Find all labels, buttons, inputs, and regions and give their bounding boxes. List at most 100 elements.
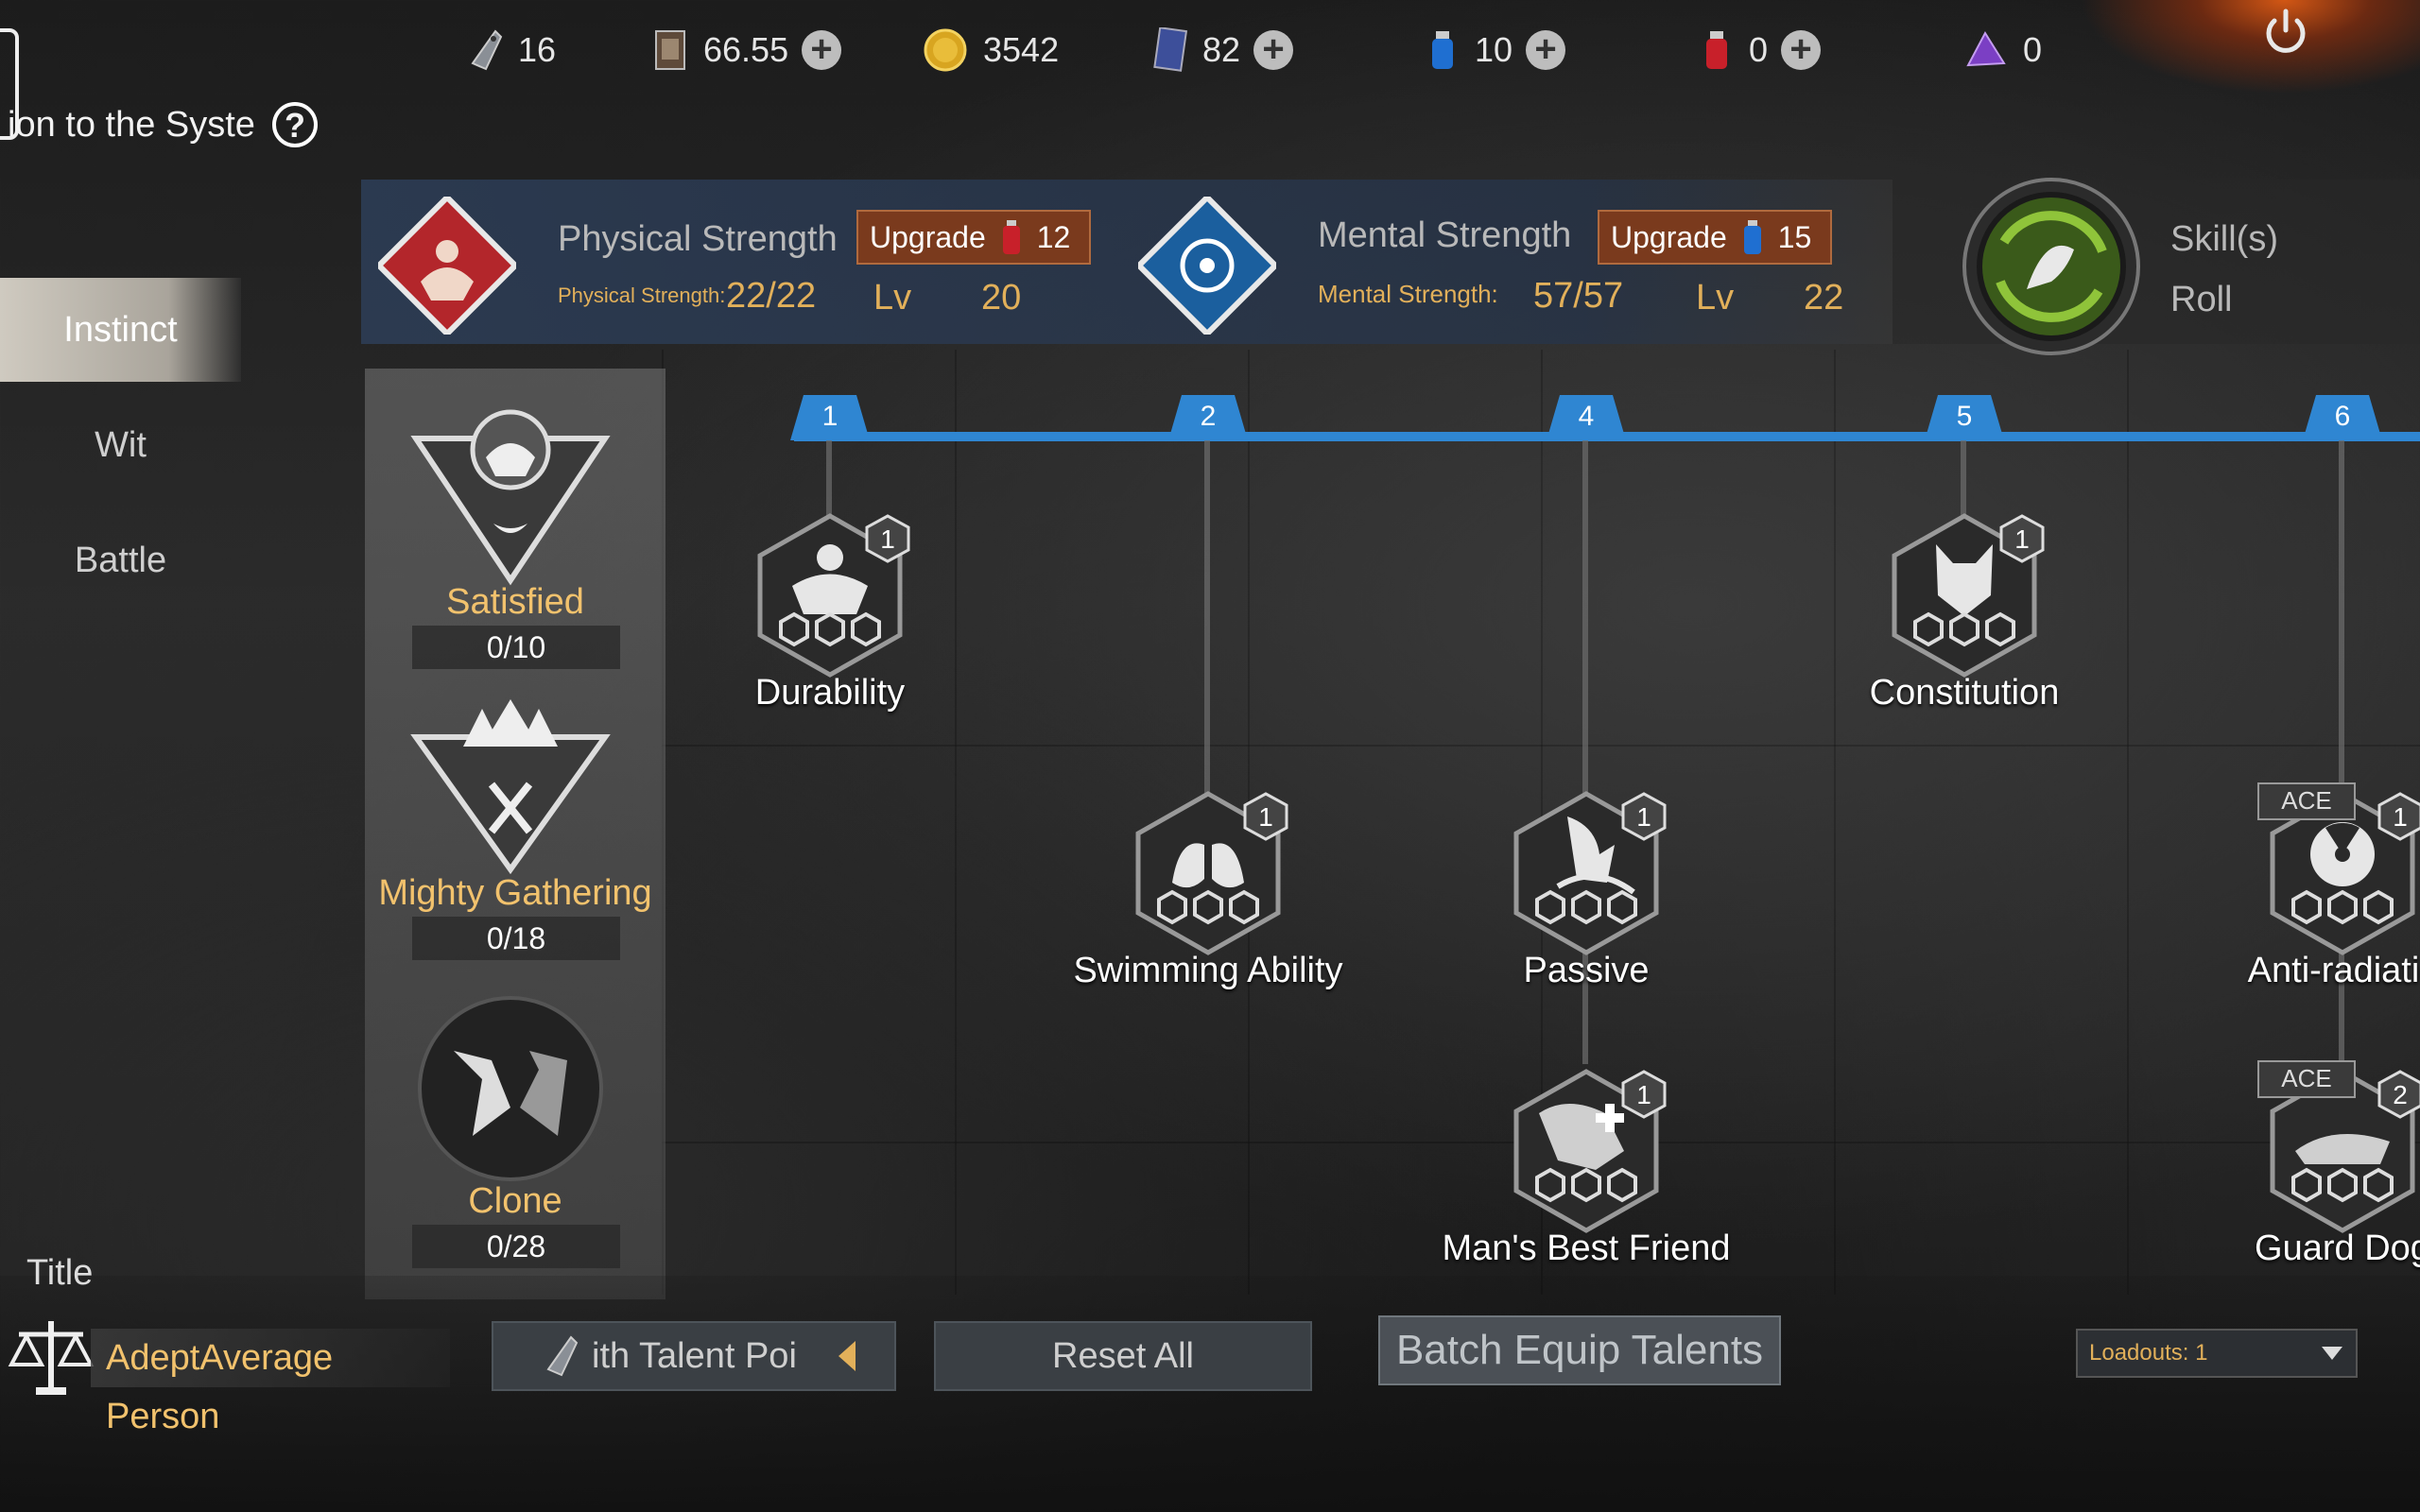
category-count: 0/28 xyxy=(412,1225,620,1268)
card-icon xyxy=(655,30,685,70)
talent-points-label: ith Talent Poi xyxy=(592,1335,797,1376)
bottom-bar xyxy=(0,1276,2420,1512)
upgrade-cost: 12 xyxy=(1036,219,1071,254)
mighty-gathering-category-icon[interactable] xyxy=(406,690,614,879)
chevron-down-icon xyxy=(2322,1347,2342,1360)
resource-value: 0 xyxy=(2023,30,2043,69)
add-crystal-button[interactable]: + xyxy=(1253,30,1294,70)
talent-level-badge: 1 xyxy=(2377,792,2420,841)
add-red-potion-button[interactable]: + xyxy=(1781,30,1822,70)
gold-coin-icon xyxy=(924,28,967,72)
dogtag-icon xyxy=(471,29,503,71)
ace-tag: ACE xyxy=(2257,1060,2356,1098)
dogtag-icon xyxy=(546,1335,579,1377)
page-header: ion to the Syste ? xyxy=(8,102,318,147)
roll-skill-icon[interactable] xyxy=(1961,176,2142,357)
loadouts-dropdown[interactable]: Loadouts: 1 xyxy=(2076,1329,2358,1378)
talent-level-badge: 2 xyxy=(2377,1070,2420,1119)
resource-value: 10 xyxy=(1475,30,1513,69)
reset-all-button[interactable]: Reset All xyxy=(934,1321,1312,1391)
physical-upgrade-button[interactable]: Upgrade 12 xyxy=(856,210,1091,265)
timeline-label: 5 xyxy=(1956,401,1973,432)
nav-battle[interactable]: Battle xyxy=(74,541,167,580)
mental-strength-title: Mental Strength xyxy=(1318,215,1572,255)
timeline-label: 2 xyxy=(1200,401,1217,432)
connector-line xyxy=(1204,440,1210,799)
ace-tag: ACE xyxy=(2257,782,2356,820)
resource-value: 16 xyxy=(518,30,557,69)
talent-name: Guard Dog xyxy=(2255,1228,2420,1268)
upgrade-cost: 15 xyxy=(1777,219,1812,254)
timeline-label: 4 xyxy=(1578,401,1595,432)
talent-level-badge: 1 xyxy=(865,514,910,563)
physical-strength-title: Physical Strength xyxy=(558,219,838,259)
batch-equip-button[interactable]: Batch Equip Talents xyxy=(1378,1315,1781,1385)
anti-radiation-talent-icon[interactable] xyxy=(2257,788,2420,958)
loadouts-label: Loadouts: 1 xyxy=(2089,1340,2208,1366)
resource-red-potion: 0 + xyxy=(1698,26,1822,74)
upgrade-label: Upgrade xyxy=(1611,219,1727,254)
physical-lv-label: Lv xyxy=(873,278,912,318)
connector-line xyxy=(1582,440,1588,1064)
clone-category-icon[interactable] xyxy=(416,994,605,1183)
talent-name: Constitution xyxy=(1869,673,2060,713)
power-icon[interactable] xyxy=(2259,6,2312,59)
svg-text:1: 1 xyxy=(880,524,895,554)
resource-card: 66.55 + xyxy=(652,26,842,74)
scales-icon xyxy=(8,1321,95,1395)
category-name: Clone xyxy=(468,1181,562,1221)
help-icon[interactable]: ? xyxy=(271,102,318,147)
resource-value: 82 xyxy=(1202,30,1241,69)
mental-lv-label: Lv xyxy=(1696,278,1735,318)
add-blue-potion-button[interactable]: + xyxy=(1526,30,1566,70)
category-name: Mighty Gathering xyxy=(378,873,652,913)
physical-stat-label: Physical Strength: xyxy=(558,284,726,307)
talent-level-badge: 1 xyxy=(1621,792,1667,841)
nav-instinct[interactable]: Instinct xyxy=(0,278,241,382)
back-icon[interactable] xyxy=(0,28,19,140)
resource-value: 3542 xyxy=(983,30,1060,69)
resource-value: 66.55 xyxy=(703,30,789,69)
blue-potion-icon xyxy=(1432,31,1453,69)
talent-level-badge: 1 xyxy=(1243,792,1288,841)
red-potion-icon xyxy=(1706,31,1727,69)
mental-strength-icon xyxy=(1138,197,1276,335)
resource-dogtag: 16 xyxy=(467,26,556,74)
connector-line xyxy=(1961,440,1966,535)
player-title[interactable]: AdeptAverage Person xyxy=(91,1329,450,1436)
timeline-marker xyxy=(1168,395,1248,440)
resource-crystal: 82 + xyxy=(1151,26,1294,74)
mental-stat-value: 57/57 xyxy=(1533,276,1624,316)
category-count: 0/10 xyxy=(412,626,620,669)
svg-text:1: 1 xyxy=(1636,802,1651,832)
crystal-card-icon xyxy=(1153,27,1188,72)
physical-stat-value: 22/22 xyxy=(726,276,817,316)
timeline-label: 1 xyxy=(821,401,838,432)
svg-text:1: 1 xyxy=(1258,802,1273,832)
category-name: Satisfied xyxy=(446,582,584,622)
timeline-marker xyxy=(790,395,870,440)
connector-line xyxy=(826,440,832,535)
durability-talent-icon[interactable] xyxy=(745,510,915,680)
guard-dog-talent-icon[interactable] xyxy=(2257,1066,2420,1236)
add-card-button[interactable]: + xyxy=(802,30,842,70)
resource-value: 0 xyxy=(1749,30,1769,69)
purple-gem-icon xyxy=(1966,30,2006,67)
talent-name: Durability xyxy=(754,673,906,713)
red-potion-icon xyxy=(1002,220,1020,254)
nav-wit[interactable]: Wit xyxy=(95,425,147,465)
svg-text:1: 1 xyxy=(2393,802,2408,832)
talent-points-button[interactable]: ith Talent Poi xyxy=(492,1321,896,1391)
mental-upgrade-button[interactable]: Upgrade 15 xyxy=(1598,210,1832,265)
title-label: Title xyxy=(26,1253,94,1293)
power-glow xyxy=(2080,0,2420,94)
svg-text:2: 2 xyxy=(2393,1080,2408,1109)
timeline-label: 6 xyxy=(2334,401,2351,432)
resource-blue-potion: 10 + xyxy=(1424,26,1566,74)
blue-potion-icon xyxy=(1743,220,1761,254)
upgrade-label: Upgrade xyxy=(870,219,986,254)
satisfied-category-icon[interactable] xyxy=(406,401,614,590)
mans-best-friend-talent-icon[interactable] xyxy=(1501,1066,1671,1236)
passive-talent-icon[interactable] xyxy=(1501,788,1671,958)
talent-name: Anti-radiatic xyxy=(2247,951,2420,990)
